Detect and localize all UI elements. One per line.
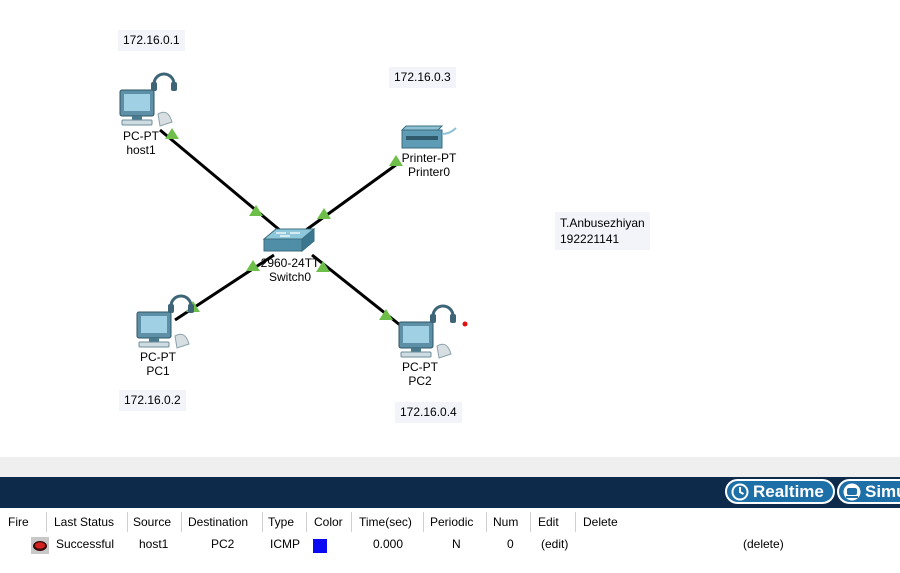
col-header-color: Color [314, 515, 343, 529]
cell-time: 0.000 [373, 537, 404, 551]
col-header-delete: Delete [583, 515, 618, 529]
realtime-mode-button[interactable]: Realtime [725, 479, 835, 504]
cell-last-status: Successful [56, 537, 115, 551]
column-separator[interactable] [46, 512, 47, 532]
clock-icon [731, 483, 749, 500]
pdu-table-header: Fire Last Status Source Destination Type… [0, 512, 900, 532]
col-header-time: Time(sec) [359, 515, 412, 529]
host1-name: host1 [126, 143, 156, 157]
note-pc1-ip[interactable]: 172.16.0.2 [119, 390, 186, 411]
column-separator[interactable] [351, 512, 352, 532]
delete-link[interactable]: (delete) [743, 537, 784, 551]
col-header-type: Type [268, 515, 295, 529]
cell-source: host1 [139, 537, 169, 551]
device-label-host1: PC-PT host1 [123, 129, 159, 157]
device-label-printer0: Printer-PT Printer0 [402, 151, 457, 179]
host1-model: PC-PT [123, 129, 159, 143]
col-header-last-status: Last Status [54, 515, 115, 529]
pc2-name: PC2 [408, 374, 432, 388]
link-host1-switch0[interactable] [159, 128, 283, 234]
note-pc2-ip[interactable]: 172.16.0.4 [395, 402, 462, 423]
logical-workspace[interactable]: 172.16.0.1 172.16.0.3 172.16.0.2 172.16.… [0, 0, 900, 457]
note-author[interactable]: T.Anbusezhiyan 192221141 [555, 212, 650, 250]
column-separator[interactable] [423, 512, 424, 532]
col-header-edit: Edit [538, 515, 559, 529]
link-printer0-switch0[interactable] [305, 160, 401, 232]
switch-icon-switch0[interactable] [262, 227, 316, 255]
col-header-periodic: Periodic [430, 515, 474, 529]
pdu-color-swatch [313, 539, 327, 553]
pc-icon-host1[interactable] [118, 70, 182, 132]
column-separator[interactable] [127, 512, 128, 532]
pc2-model: PC-PT [402, 360, 438, 374]
realtime-label: Realtime [753, 482, 824, 501]
stopwatch-icon [843, 483, 861, 500]
col-header-destination: Destination [188, 515, 249, 529]
column-separator[interactable] [486, 512, 487, 532]
pc2-red-dot [462, 321, 468, 327]
device-label-switch0: 2960-24TT Switch0 [261, 256, 320, 284]
col-header-num: Num [493, 515, 519, 529]
column-separator[interactable] [530, 512, 531, 532]
cell-destination: PC2 [211, 537, 235, 551]
switch0-name: Switch0 [268, 270, 312, 284]
simulation-label: Simu [865, 482, 900, 501]
edit-link[interactable]: (edit) [541, 537, 569, 551]
column-separator[interactable] [575, 512, 576, 532]
pc-icon-pc1[interactable] [135, 292, 199, 354]
note-printer-ip[interactable]: 172.16.0.3 [389, 67, 456, 88]
device-label-pc2: PC-PT PC2 [402, 360, 438, 388]
author-name: T.Anbusezhiyan [560, 216, 645, 230]
fire-status-icon [33, 541, 47, 551]
port-light-switch-host1 [249, 205, 263, 216]
simulation-mode-button[interactable]: Simu [837, 479, 900, 504]
port-light-pc2 [379, 309, 393, 320]
cell-type: ICMP [270, 537, 300, 551]
port-light-switch-pc1 [246, 260, 260, 271]
note-host1-ip[interactable]: 172.16.0.1 [118, 30, 185, 51]
port-light-host1 [165, 128, 179, 139]
switch0-model: 2960-24TT [260, 256, 320, 270]
printer0-name: Printer0 [407, 165, 451, 179]
col-header-fire: Fire [8, 515, 29, 529]
printer0-model: Printer-PT [401, 151, 457, 165]
column-separator[interactable] [306, 512, 307, 532]
cell-periodic: N [452, 537, 461, 551]
port-light-switch-pc2 [316, 261, 330, 272]
pc1-model: PC-PT [140, 350, 176, 364]
printer-icon-printer0[interactable] [398, 124, 462, 154]
col-header-source: Source [133, 515, 172, 529]
author-id: 192221141 [560, 232, 620, 246]
port-light-switch-printer0 [317, 208, 331, 219]
port-light-printer0 [389, 155, 403, 166]
pc-icon-pc2[interactable] [397, 302, 461, 364]
column-separator[interactable] [181, 512, 182, 532]
fire-pdu-button[interactable] [31, 537, 49, 554]
mode-bar: Realtime Simu [0, 477, 900, 508]
pc1-name: PC1 [146, 364, 170, 378]
device-label-pc1: PC-PT PC1 [140, 350, 176, 378]
table-row[interactable]: Successful host1 PC2 ICMP 0.000 N 0 (edi… [0, 534, 900, 554]
column-separator[interactable] [262, 512, 263, 532]
workspace-scroll-gutter [0, 457, 900, 477]
cell-num: 0 [507, 537, 514, 551]
